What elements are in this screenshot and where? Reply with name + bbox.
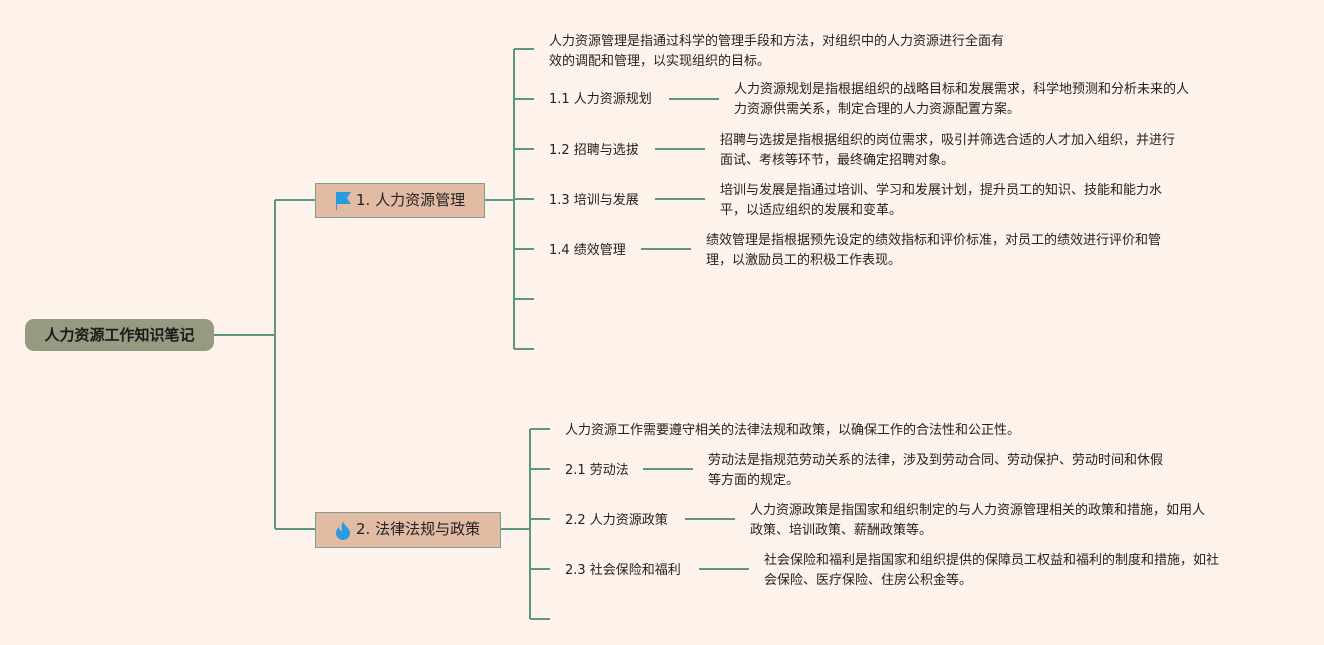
subtopic-2-2[interactable]: 2.2 人力资源政策 — [565, 513, 668, 528]
flag-icon — [336, 191, 351, 210]
subtopic-2-3[interactable]: 2.3 社会保险和福利 — [565, 563, 681, 578]
topic-label: 1. 人力资源管理 — [356, 191, 466, 209]
desc-1-1: 人力资源规划是指根据组织的战略目标和发展需求，科学地预测和分析未来的人力资源供需… — [734, 82, 1190, 117]
subtopic-2-1[interactable]: 2.1 劳动法 — [565, 463, 629, 478]
fire-icon — [336, 520, 350, 540]
subtopic-1-3[interactable]: 1.3 培训与发展 — [549, 193, 639, 208]
desc-2-1: 劳动法是指规范劳动关系的法律，涉及到劳动合同、劳动保护、劳动时间和休假等方面的规… — [708, 453, 1164, 488]
subtopic-1-4[interactable]: 1.4 绩效管理 — [549, 243, 626, 258]
summary-text: 人力资源管理是指通过科学的管理手段和方法，对组织中的人力资源进行全面有效的调配和… — [549, 34, 1005, 69]
desc-1-4: 绩效管理是指根据预先设定的绩效指标和评价标准，对员工的绩效进行评价和管理，以激励… — [706, 233, 1162, 268]
subtopic-1-2[interactable]: 1.2 招聘与选拔 — [549, 143, 639, 158]
desc-1-3: 培训与发展是指通过培训、学习和发展计划，提升员工的知识、技能和能力水平，以适应组… — [720, 183, 1163, 218]
topic-laws-policies[interactable]: 2. 法律法规与政策 — [315, 512, 501, 548]
subtopic-1-1[interactable]: 1.1 人力资源规划 — [549, 92, 652, 107]
desc-2-3: 社会保险和福利是指国家和组织提供的保障员工权益和福利的制度和措施，如社会保险、医… — [764, 553, 1220, 588]
root-topic[interactable]: 人力资源工作知识笔记 — [25, 319, 214, 351]
summary-text: 人力资源工作需要遵守相关的法律法规和政策，以确保工作的合法性和公正性。 — [565, 423, 1021, 438]
topic-hr-management[interactable]: 1. 人力资源管理 — [315, 183, 485, 218]
topic-label: 2. 法律法规与政策 — [356, 520, 481, 538]
desc-1-2: 招聘与选拔是指根据组织的岗位需求，吸引并筛选合适的人才加入组织，并进行面试、考核… — [720, 133, 1176, 168]
desc-2-2: 人力资源政策是指国家和组织制定的与人力资源管理相关的政策和措施，如用人政策、培训… — [750, 503, 1206, 538]
